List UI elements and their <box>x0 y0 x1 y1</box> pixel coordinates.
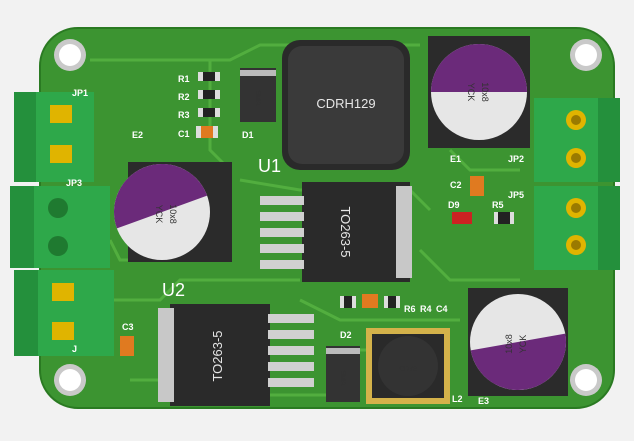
cap-e3-brand: YCK <box>518 335 528 354</box>
label-j: J <box>72 344 77 354</box>
label-r6: R6 <box>404 304 416 314</box>
cap-e2-value: 10x8 <box>168 204 178 224</box>
cap-e2-brand: YCK <box>154 205 164 224</box>
label-e2: E2 <box>132 130 143 140</box>
label-e1: E1 <box>450 154 461 164</box>
cap-e3-value: 10x8 <box>504 334 514 354</box>
label-d9: D9 <box>448 200 460 210</box>
inductor-small-label: CD73 <box>399 366 417 373</box>
label-d1: D1 <box>242 130 254 140</box>
label-c3: C3 <box>122 322 134 332</box>
capacitor-e2 <box>114 162 232 262</box>
reg-bottom-label: TO263-5 <box>210 330 225 381</box>
diode-d2-pkg: SMA <box>339 370 346 386</box>
diode-d1 <box>240 68 276 122</box>
diode-d2 <box>326 346 360 402</box>
diode-d1-pkg: SMA <box>254 90 261 106</box>
connector-jp5 <box>534 186 620 270</box>
connector-jp1 <box>14 92 94 182</box>
connector-jp2 <box>534 98 620 182</box>
label-r2: R2 <box>178 92 190 102</box>
regulator-u1 <box>260 182 412 282</box>
label-jp1: JP1 <box>72 88 88 98</box>
label-l2: L2 <box>452 394 463 404</box>
reg-top-label: TO263-5 <box>338 206 353 257</box>
resistor-array <box>196 72 220 138</box>
connector-j <box>14 270 114 356</box>
label-u2: U2 <box>162 280 185 300</box>
label-jp3: JP3 <box>66 178 82 188</box>
inductor-big-label: CDRH129 <box>316 96 375 111</box>
mounting-holes <box>54 39 602 396</box>
small-smd <box>120 176 514 356</box>
label-jp5: JP5 <box>508 190 524 200</box>
capacitor-e3 <box>468 288 568 396</box>
label-c2: C2 <box>450 180 462 190</box>
cap-e1-brand: YCK <box>466 83 476 102</box>
connector-jp3 <box>10 186 110 268</box>
label-c1: C1 <box>178 129 190 139</box>
capacitor-e1 <box>428 36 530 148</box>
label-e3: E3 <box>478 396 489 406</box>
label-d2: D2 <box>340 330 352 340</box>
label-r1: R1 <box>178 74 190 84</box>
label-jp2: JP2 <box>508 154 524 164</box>
label-u1: U1 <box>258 156 281 176</box>
label-r4: R4 <box>420 304 432 314</box>
label-c4: C4 <box>436 304 448 314</box>
label-r5: R5 <box>492 200 504 210</box>
inductor-cdrh129 <box>282 40 410 170</box>
regulator-u2 <box>158 304 314 406</box>
cap-e1-value: 10x8 <box>480 82 490 102</box>
label-r3: R3 <box>178 110 190 120</box>
inductor-cd73 <box>366 328 450 404</box>
